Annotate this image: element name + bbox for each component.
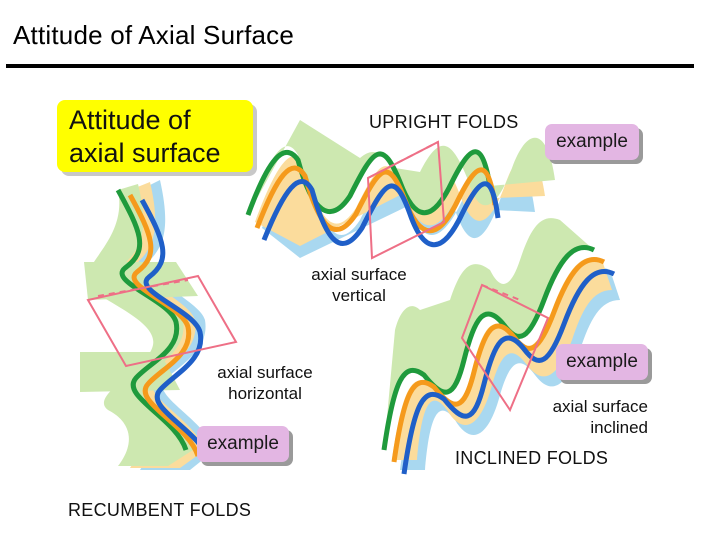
upright-fold-illustration	[245, 120, 555, 260]
recumbent-axial-dash	[97, 279, 189, 297]
upright-axial-plane	[366, 140, 446, 260]
recumbent-fold-illustration	[80, 180, 238, 470]
upright-orange-line	[254, 165, 498, 234]
recumbent-green-line	[115, 188, 189, 451]
inclined-green-line	[381, 245, 596, 451]
recumbent-green-layer	[86, 184, 193, 466]
upright-axial-dash	[367, 141, 439, 179]
upright-blue-line	[261, 179, 501, 248]
recumbent-example-button[interactable]: example	[197, 426, 289, 462]
inclined-axial-dash	[481, 284, 521, 301]
inclined-axial-label-line-1: axial surface	[552, 397, 648, 416]
slide-title: Attitude of Axial Surface	[13, 20, 295, 50]
recumbent-axial-label-line-2: horizontal	[228, 384, 302, 403]
upright-axial-label: axial surface vertical	[300, 264, 418, 306]
heading-line-1: Attitude of	[69, 105, 191, 135]
inclined-axial-label: axial surface inclined	[524, 396, 648, 438]
recumbent-green-surface	[84, 262, 198, 300]
upright-example-button[interactable]: example	[545, 124, 639, 160]
upright-green-line	[245, 149, 493, 216]
upright-axial-label-line-2: vertical	[332, 286, 386, 305]
title-divider	[6, 64, 694, 68]
heading-line-2: axial surface	[69, 138, 221, 168]
inclined-folds-title: INCLINED FOLDS	[455, 448, 609, 468]
inclined-axial-plane	[460, 283, 550, 413]
inclined-fold-illustration	[381, 218, 620, 475]
recumbent-axial-plane	[86, 274, 238, 368]
inclined-green-surface	[384, 218, 594, 450]
inclined-axial-label-line-2: inclined	[590, 418, 648, 437]
inclined-orange-line	[391, 257, 606, 463]
inclined-example-button[interactable]: example	[556, 344, 648, 380]
recumbent-axial-label-line-1: axial surface	[217, 363, 313, 382]
upright-folds-title: UPRIGHT FOLDS	[369, 112, 519, 132]
recumbent-folds-title: RECUMBENT FOLDS	[68, 500, 252, 520]
recumbent-blue-line	[139, 198, 213, 463]
recumbent-axial-label: axial surface horizontal	[206, 362, 324, 404]
upright-axial-label-line-1: axial surface	[311, 265, 407, 284]
recumbent-orange-line	[127, 193, 201, 457]
diagram-heading: Attitude of axial surface	[57, 100, 253, 172]
inclined-blue-line	[401, 269, 616, 475]
